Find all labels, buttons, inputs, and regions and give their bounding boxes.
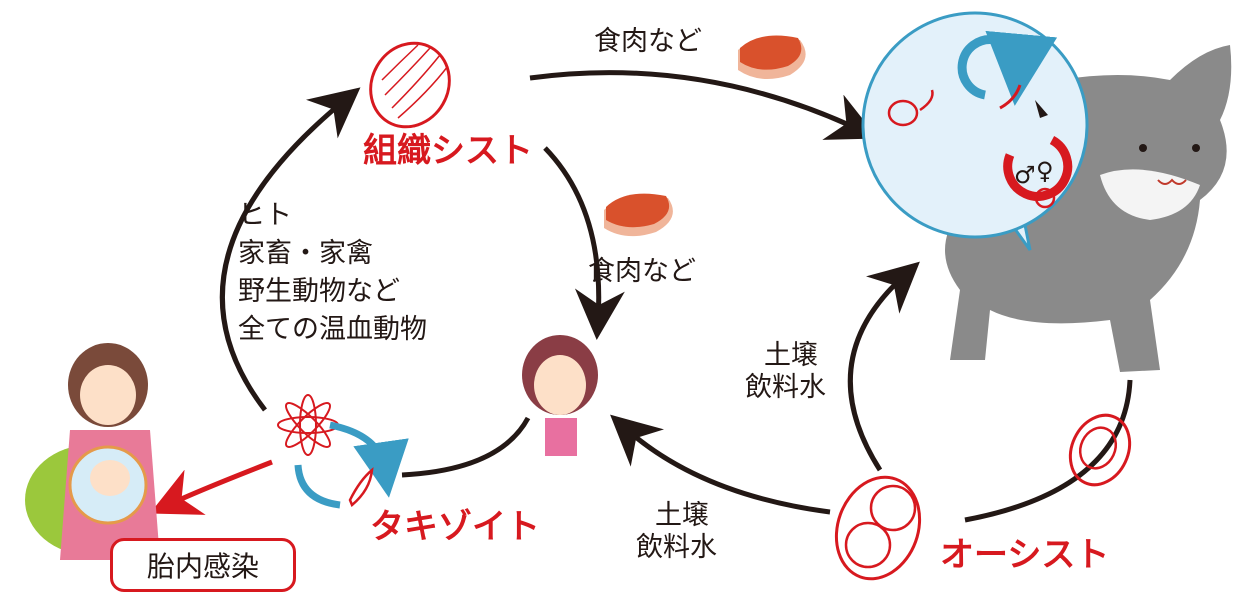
tachyzoite-rosette-icon [277,394,339,456]
congenital-infection-box: 胎内感染 [110,538,296,592]
host-item: ヒト [238,200,292,231]
label-soil-bottom-2: 飲料水 [636,532,717,563]
meat-icon-mid [604,193,673,237]
label-soil-right-2: 飲料水 [745,372,826,403]
host-item: 野生動物など [238,276,400,307]
arrow-tissue-cyst-to-cat [529,70,879,140]
label-oocyst: オーシスト [940,535,1110,575]
label-congenital: 胎内感染 [146,550,259,583]
arrow-congenital [149,459,273,515]
girl-illustration [522,335,598,456]
line-tachyzoite-human [401,416,531,478]
label-soil-right-1: 土壌 [764,340,818,371]
arrow-tissue-cyst-to-human [543,146,625,340]
host-item: 全ての温血動物 [238,314,427,345]
arrow-oocyst-to-human [610,414,831,515]
blue-cycle-arc [294,464,341,509]
pregnant-mother-illustration [25,343,160,560]
blue-cycle-arrow [329,421,409,498]
sporulated-oocyst-icon [834,475,922,581]
label-meat-top: 食肉など [594,26,702,57]
line-cat-to-oocyst [964,379,1133,523]
label-tissue-cyst: 組織シスト [363,131,533,171]
label-soil-bottom-1: 土壌 [655,500,709,531]
male-symbol: ♂ [1014,161,1036,189]
label-tachyzoite: タキゾイト [370,507,540,547]
label-meat-mid: 食肉など [588,256,696,287]
arrow-tachyzoite-to-tissue-cyst [219,87,361,412]
speech-bubble [861,11,1089,251]
female-symbol: ♀ [1036,157,1054,185]
arrow-oocyst-to-cat [847,261,920,472]
host-item: 家畜・家禽 [238,238,373,269]
meat-icon-top [738,35,806,79]
tissue-cyst-icon [369,41,451,129]
tachyzoite-icon [348,467,374,508]
unsporulated-oocyst-icon [1068,413,1132,487]
